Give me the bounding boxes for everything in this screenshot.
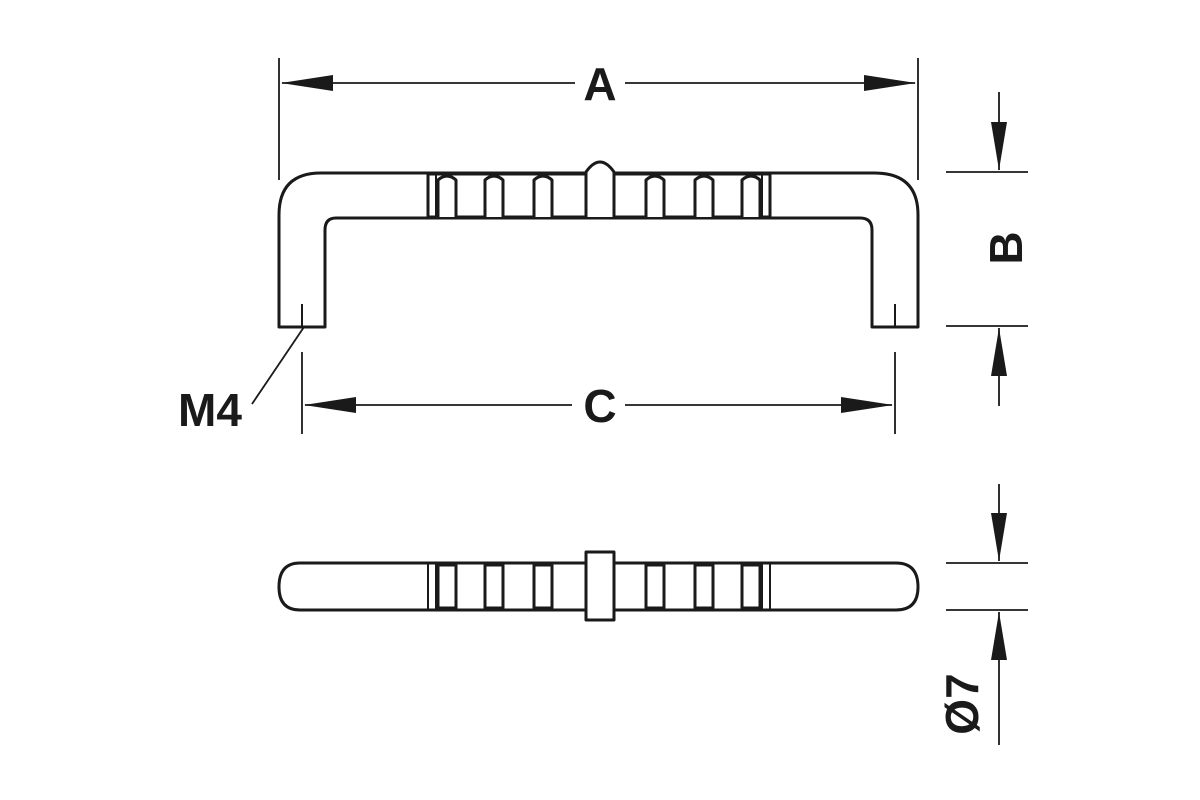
arrow-diameter-top bbox=[991, 513, 1007, 561]
dimension-c: C bbox=[301, 352, 896, 434]
arrow-c-left bbox=[304, 397, 356, 413]
arrow-b-bottom bbox=[991, 328, 1007, 376]
label-m4: M4 bbox=[178, 384, 242, 436]
dimension-b: B bbox=[946, 92, 1032, 406]
label-diameter: Ø7 bbox=[936, 673, 988, 734]
handle-top-view bbox=[277, 550, 920, 622]
label-c: C bbox=[583, 380, 616, 432]
dimension-diameter: Ø7 bbox=[936, 484, 1028, 745]
label-b: B bbox=[980, 231, 1032, 264]
arrow-a-right bbox=[864, 75, 916, 91]
arrow-diameter-bottom bbox=[991, 612, 1007, 660]
handle-front-view bbox=[277, 160, 920, 329]
center-collar bbox=[584, 550, 616, 622]
arrow-b-top bbox=[991, 122, 1007, 170]
arrow-a-left bbox=[281, 75, 333, 91]
handle-grip-ribs bbox=[426, 160, 772, 219]
arrow-c-right bbox=[841, 397, 893, 413]
thread-callout: M4 bbox=[178, 326, 305, 436]
dimension-a: A bbox=[278, 58, 919, 180]
top-view-ribs bbox=[427, 550, 771, 622]
label-a: A bbox=[583, 58, 616, 110]
